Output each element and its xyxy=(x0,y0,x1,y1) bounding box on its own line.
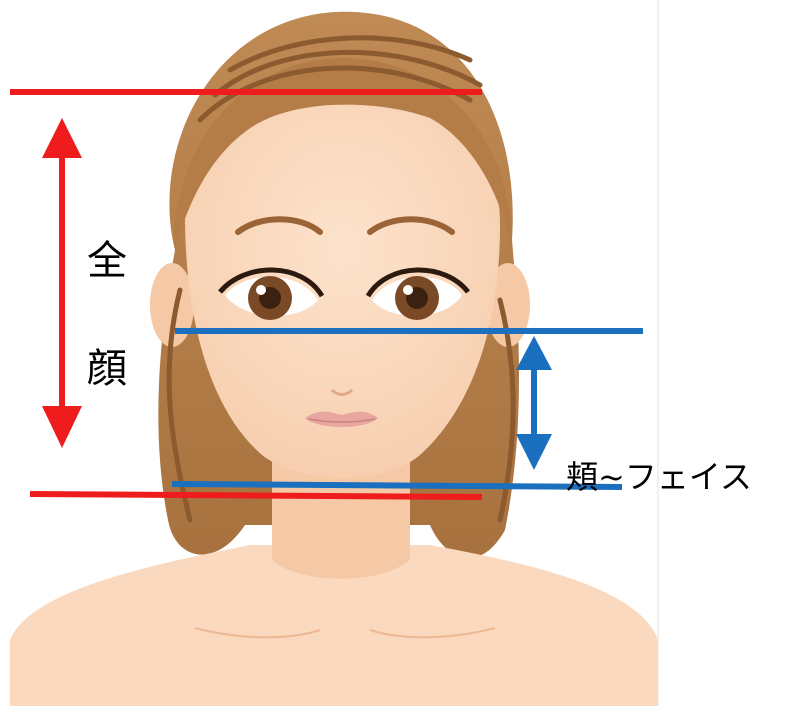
full-face-marker xyxy=(10,89,483,500)
cheek-to-face-label: 頬~フェイス xyxy=(566,458,752,496)
full-face-label-char-2: 顔 xyxy=(87,346,127,392)
left-ear xyxy=(150,263,194,347)
nose xyxy=(330,388,354,396)
left-eyebrow xyxy=(235,216,323,235)
right-eye xyxy=(365,267,470,320)
shoulders xyxy=(10,545,658,706)
arrow-down-icon xyxy=(42,406,82,448)
face xyxy=(185,95,500,478)
neck xyxy=(272,440,410,579)
chin-reference-line xyxy=(171,481,623,490)
right-eyebrow xyxy=(367,216,455,235)
collarbone xyxy=(194,627,496,639)
bottom-reference-line xyxy=(29,491,483,500)
full-face-label-char-1: 全 xyxy=(87,238,127,284)
right-ear xyxy=(486,263,530,347)
lips xyxy=(305,411,378,427)
hair-front xyxy=(174,57,513,250)
hair-strands xyxy=(166,35,516,523)
woman-illustration xyxy=(10,11,658,706)
arrow-down-icon xyxy=(516,434,552,470)
arrow-up-icon xyxy=(516,336,552,370)
arrow-up-icon xyxy=(42,118,82,158)
left-eye xyxy=(218,267,325,320)
cheek-face-marker xyxy=(171,328,643,490)
